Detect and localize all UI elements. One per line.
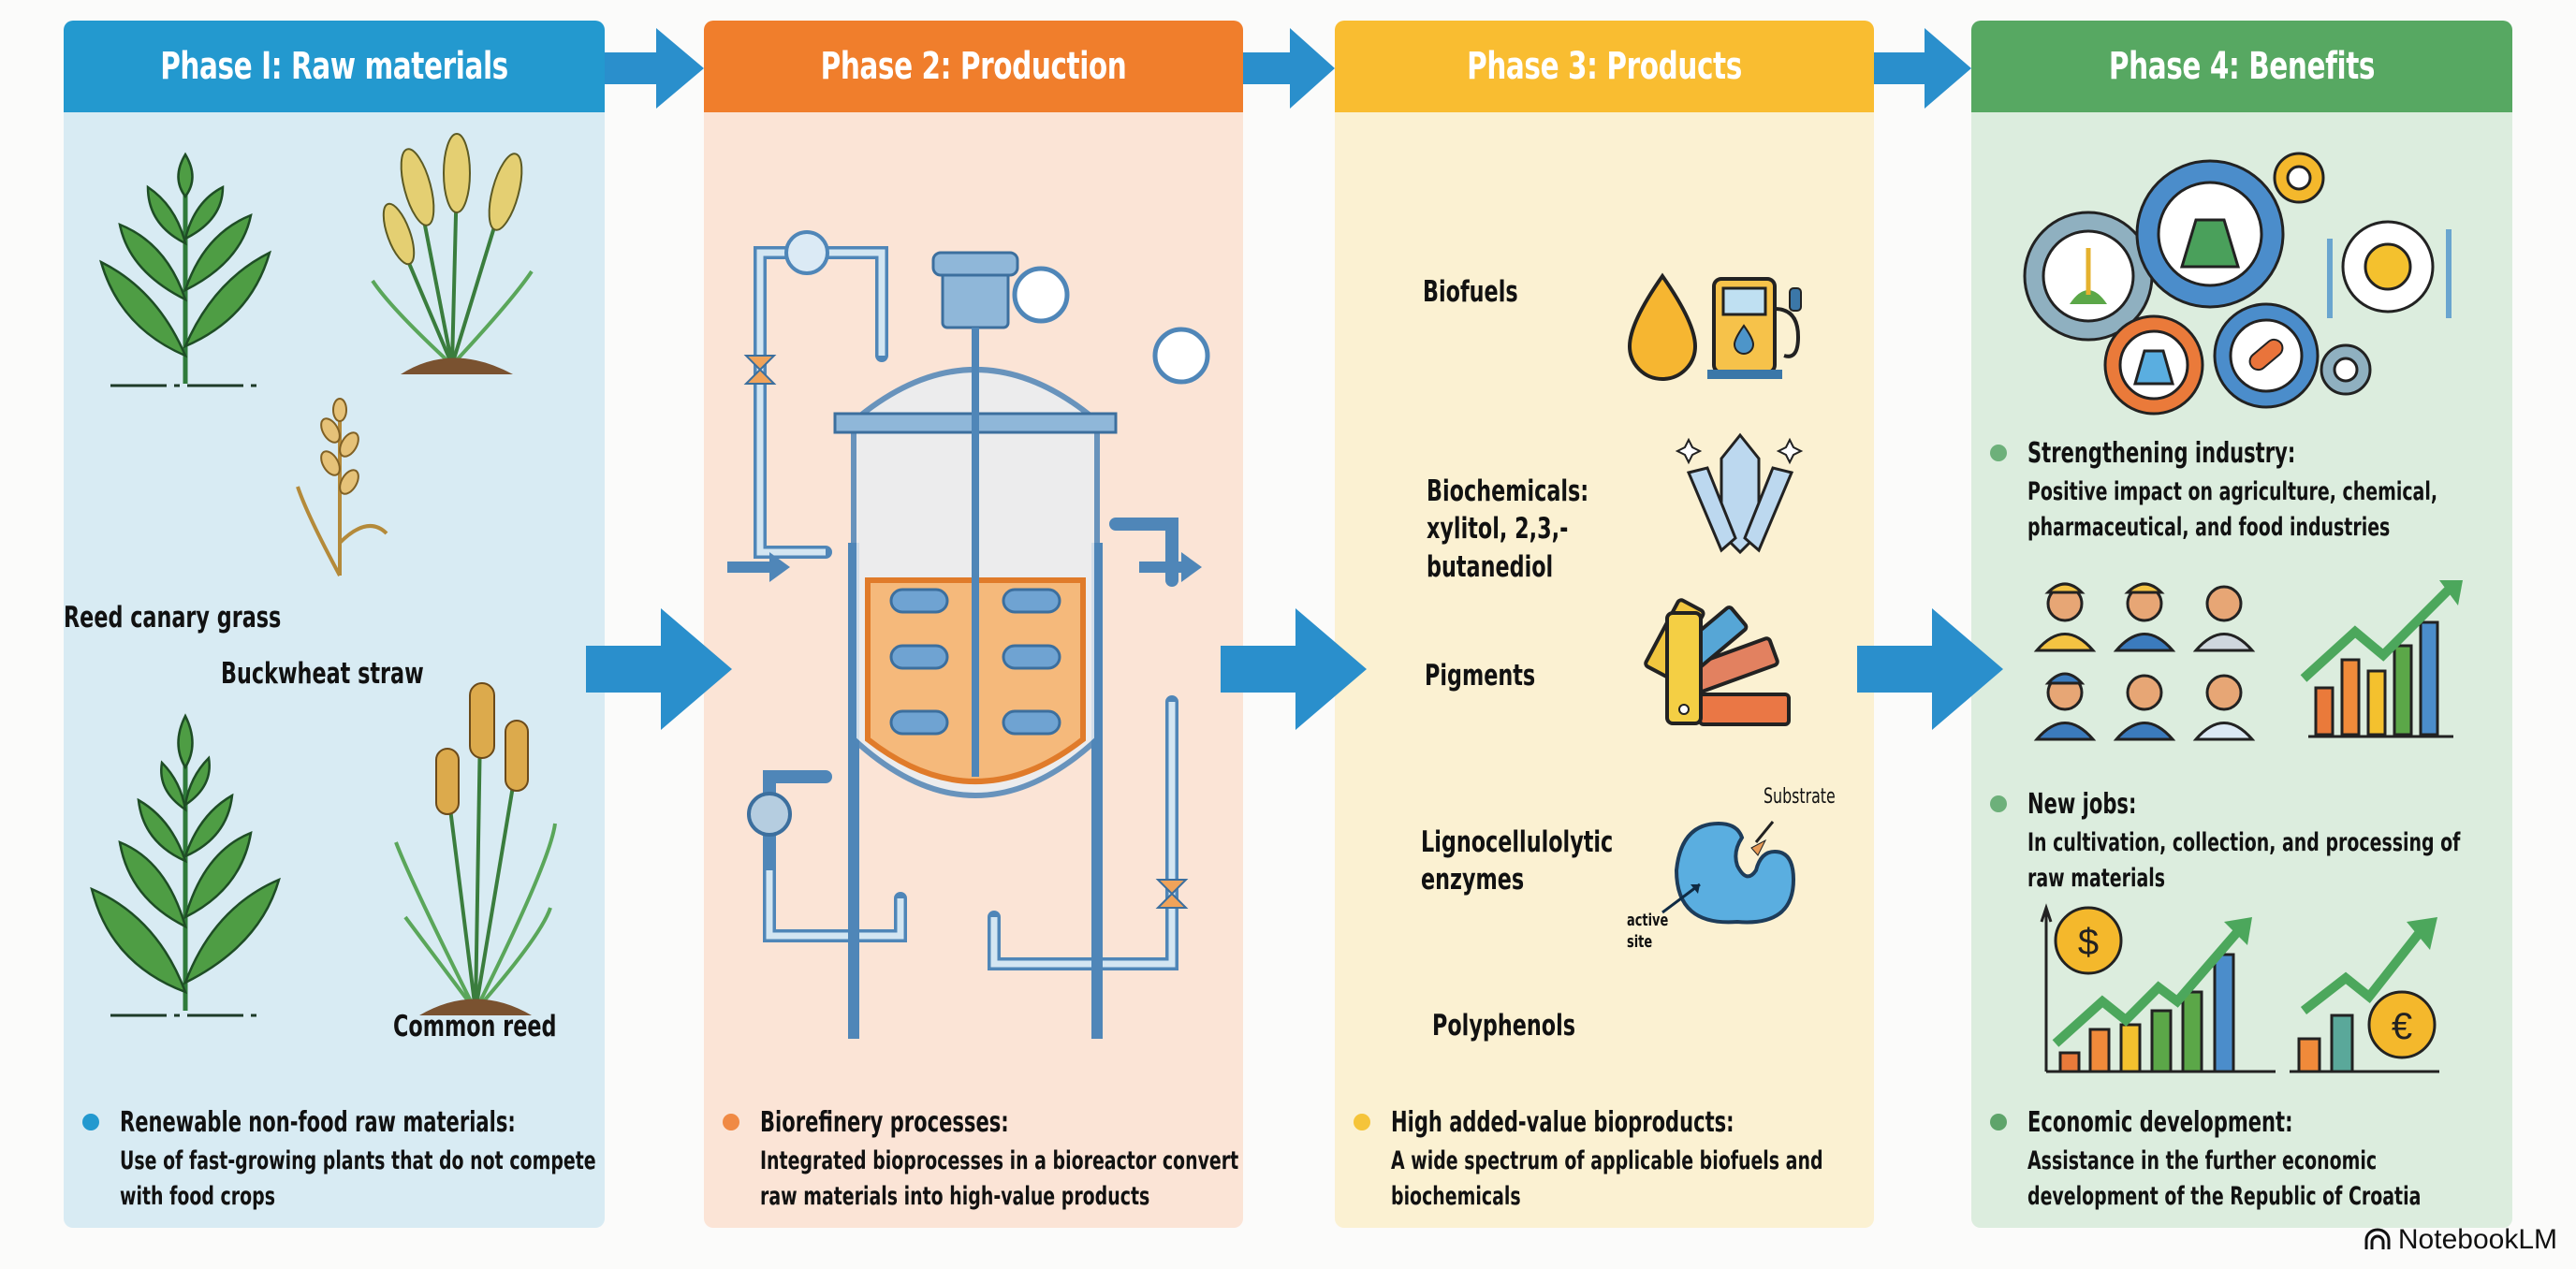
bullet-dot [82,1114,99,1130]
notebooklm-logo-icon [2364,1228,2391,1249]
product-biofuels: Biofuels [1423,275,1518,309]
bullet-title: High added-value bioproducts: [1391,1106,1734,1139]
product-polyphenols: Polyphenols [1432,1009,1576,1043]
header-arrow-1 [605,28,704,109]
buckwheat-straw-illustration [296,398,388,576]
bullet-desc-line: Positive impact on agriculture, chemical… [2027,477,2438,506]
crystal-icon [1675,432,1804,555]
bullet-desc-line: biochemicals [1391,1182,1521,1212]
bullet-dot [723,1114,739,1130]
enzyme-substrate-label: Substrate [1764,785,1836,809]
bullet-desc-line: Assistance in the further economic [2027,1146,2378,1175]
plant-label-buckwheat-straw: Buckwheat straw [221,657,424,691]
bullet-dot [1354,1114,1370,1130]
dollar-symbol: $ [2078,922,2099,963]
phase-1-title: Phase I: Raw materials [160,45,508,88]
notebooklm-branding: NotebookLM [2364,1224,2557,1256]
product-enzymes: Lignocellulolytic enzymes [1421,825,1614,897]
bullet-dot [1990,445,2007,461]
process-arrow-3 [1857,608,2003,730]
header-arrow-2 [1243,28,1335,109]
industry-gears-icon [2023,152,2452,416]
bullet-desc-line: A wide spectrum of applicable biofuels a… [1391,1146,1823,1175]
phase-4-title: Phase 4: Benefits [2108,45,2376,88]
product-biochemicals: Biochemicals: xylitol, 2,3,- butanediol [1427,474,1589,584]
enzyme-icon [1661,821,1796,925]
bioreactor-illustration [727,230,1210,1039]
bullet-desc-line: Use of fast-growing plants that do not c… [120,1146,596,1175]
bullet-title: Renewable non-food raw materials: [120,1106,516,1139]
fuel-pump-icon [1627,272,1802,381]
header-arrow-3 [1874,28,1971,109]
plant-label-common-reed: Common reed [393,1010,557,1043]
phase-2-panel: Phase 2: Production [704,21,1243,1228]
economic-growth-icon: $ € [2040,903,2439,1073]
bullet-desc-line: raw materials into high-value products [760,1182,1150,1212]
bullet-desc-line: Integrated bioprocesses in a bioreactor … [760,1146,1239,1175]
phase-3-title: Phase 3: Products [1467,45,1742,88]
bullet-title: New jobs: [2027,788,2137,821]
color-swatch-icon [1644,598,1791,726]
bullet-desc-line: pharmaceutical, and food industries [2027,513,2391,543]
process-arrow-2 [1221,608,1367,730]
bullet-desc-line: with food crops [120,1182,276,1212]
bullet-title: Economic development: [2027,1106,2293,1139]
bullet-title: Biorefinery processes: [760,1106,1009,1139]
plant-label-reed-canary-grass: Reed canary grass [64,601,282,634]
wheat-illustration [371,133,534,374]
brand-label: NotebookLM [2397,1224,2557,1255]
bullet-desc-line: raw materials [2027,864,2166,894]
process-arrow-1 [586,608,732,730]
bullet-title: Strengthening industry: [2027,437,2296,470]
euro-symbol: € [2392,1006,2412,1047]
common-reed-illustration [394,682,557,1015]
workers-growth-icon [2033,580,2463,741]
bullet-dot [1990,795,2007,812]
reed-canary-grass-illustration [99,152,271,387]
bullet-dot [1990,1114,2007,1130]
enzyme-active-site-label: active site [1627,911,1669,953]
phase-1-panel: Phase I: Raw materials [64,21,605,1228]
phase-4-panel: Phase 4: Benefits Strengthening industry… [1971,21,2512,1228]
leafy-plant-illustration [90,713,281,1017]
bullet-desc-line: In cultivation, collection, and processi… [2027,828,2461,857]
phase-3-panel: Phase 3: Products Biofuels Biochemicals:… [1335,21,1874,1228]
phase-2-title: Phase 2: Production [820,45,1127,88]
product-pigments: Pigments [1425,659,1536,693]
bullet-desc-line: development of the Republic of Croatia [2027,1182,2422,1212]
